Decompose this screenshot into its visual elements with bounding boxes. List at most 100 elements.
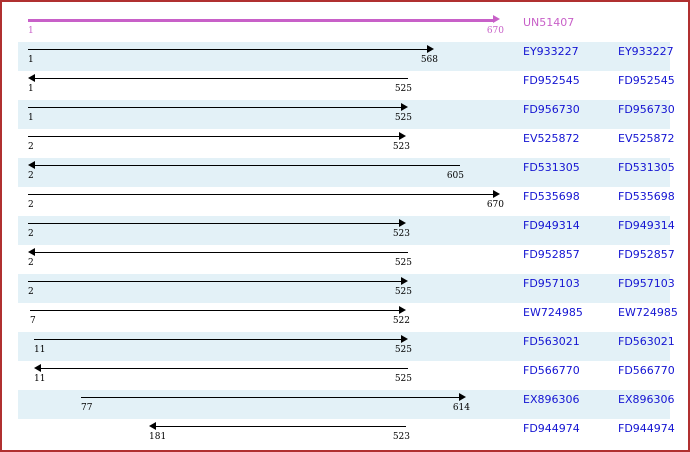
start-coordinate: 1 [28,26,34,36]
alignment-row: 2 605 FD531305 FD531305 [2,158,688,187]
accession-label-secondary[interactable]: FD952545 [618,74,675,87]
arrow-head-left-icon [149,422,156,430]
accession-label-secondary[interactable]: FD563021 [618,335,675,348]
end-coordinate: 605 [446,171,464,181]
start-coordinate: 7 [30,316,36,326]
arrow-head-right-icon [427,45,434,53]
alignment-row: 1 525 FD952545 FD952545 [2,71,688,100]
arrow-head-right-icon [459,393,466,401]
arrow-head-left-icon [28,248,35,256]
arrow-line [41,368,408,369]
end-coordinate: 525 [394,345,412,355]
alignment-row: 77 614 EX896306 EX896306 [2,390,688,419]
arrow-head-right-icon [399,132,406,140]
accession-label-primary[interactable]: EV525872 [523,132,580,145]
arrow-head-left-icon [28,74,35,82]
accession-label-primary[interactable]: FD535698 [523,190,580,203]
accession-label-primary[interactable]: UN51407 [523,16,575,29]
start-coordinate: 2 [28,142,34,152]
end-coordinate: 525 [394,84,412,94]
arrow-line [35,78,408,79]
accession-label-primary[interactable]: FD944974 [523,422,580,435]
accession-label-primary[interactable]: FD956730 [523,103,580,116]
accession-label-primary[interactable]: FD957103 [523,277,580,290]
start-coordinate: 1 [28,55,34,65]
arrow-head-left-icon [28,161,35,169]
end-coordinate: 522 [392,316,410,326]
arrow-line [28,136,399,137]
accession-label-secondary[interactable]: FD952857 [618,248,675,261]
end-coordinate: 568 [420,55,438,65]
arrow-head-right-icon [401,103,408,111]
accession-label-primary[interactable]: EY933227 [523,45,579,58]
accession-label-primary[interactable]: FD531305 [523,161,580,174]
start-coordinate: 1 [28,113,34,123]
arrow-head-right-icon [399,219,406,227]
start-coordinate: 11 [34,374,46,384]
arrow-line [28,281,401,282]
end-coordinate: 614 [452,403,470,413]
arrow-line [35,252,408,253]
arrow-head-right-icon [399,306,406,314]
accession-label-secondary[interactable]: FD944974 [618,422,675,435]
arrow-line [28,107,401,108]
start-coordinate: 181 [149,432,167,442]
end-coordinate: 525 [394,258,412,268]
accession-label-secondary[interactable]: FD956730 [618,103,675,116]
start-coordinate: 1 [28,84,34,94]
accession-label-secondary[interactable]: EY933227 [618,45,674,58]
arrow-line [30,310,399,311]
arrow-line [28,223,399,224]
end-coordinate: 525 [394,113,412,123]
accession-label-secondary[interactable]: FD531305 [618,161,675,174]
alignment-row: 11 525 FD563021 FD563021 [2,332,688,361]
accession-label-primary[interactable]: EW724985 [523,306,583,319]
end-coordinate: 525 [394,374,412,384]
accession-label-primary[interactable]: FD563021 [523,335,580,348]
arrow-head-left-icon [34,364,41,372]
end-coordinate: 523 [392,229,410,239]
arrow-line [28,19,493,22]
end-coordinate: 523 [392,432,410,442]
arrow-line [34,339,401,340]
accession-label-primary[interactable]: FD952857 [523,248,580,261]
accession-label-secondary[interactable]: EV525872 [618,132,675,145]
row-band [18,332,670,361]
alignment-row: 2 523 EV525872 EV525872 [2,129,688,158]
accession-label-secondary[interactable]: FD949314 [618,219,675,232]
alignment-row: 7 522 EW724985 EW724985 [2,303,688,332]
accession-label-secondary[interactable]: EX896306 [618,393,675,406]
start-coordinate: 2 [28,200,34,210]
start-coordinate: 2 [28,258,34,268]
start-coordinate: 77 [81,403,93,413]
accession-label-secondary[interactable]: EW724985 [618,306,678,319]
arrow-line [156,426,406,427]
start-coordinate: 2 [28,171,34,181]
alignment-row: 2 525 FD952857 FD952857 [2,245,688,274]
end-coordinate: 670 [486,200,504,210]
arrow-head-right-icon [401,335,408,343]
accession-label-primary[interactable]: FD949314 [523,219,580,232]
start-coordinate: 2 [28,229,34,239]
accession-label-secondary[interactable]: FD566770 [618,364,675,377]
accession-label-secondary[interactable]: FD957103 [618,277,675,290]
arrow-line [28,194,493,195]
alignment-row: 1 568 EY933227 EY933227 [2,42,688,71]
accession-label-primary[interactable]: FD566770 [523,364,580,377]
accession-label-primary[interactable]: EX896306 [523,393,580,406]
alignment-row: 181 523 FD944974 FD944974 [2,419,688,448]
arrow-line [28,49,427,50]
alignment-row: 1 525 FD956730 FD956730 [2,100,688,129]
accession-label-primary[interactable]: FD952545 [523,74,580,87]
end-coordinate: 523 [392,142,410,152]
start-coordinate: 11 [34,345,46,355]
arrow-line [81,397,459,398]
row-band [18,158,670,187]
arrow-head-right-icon [401,277,408,285]
end-coordinate: 525 [394,287,412,297]
accession-label-secondary[interactable]: FD535698 [618,190,675,203]
arrow-head-right-icon [493,190,500,198]
